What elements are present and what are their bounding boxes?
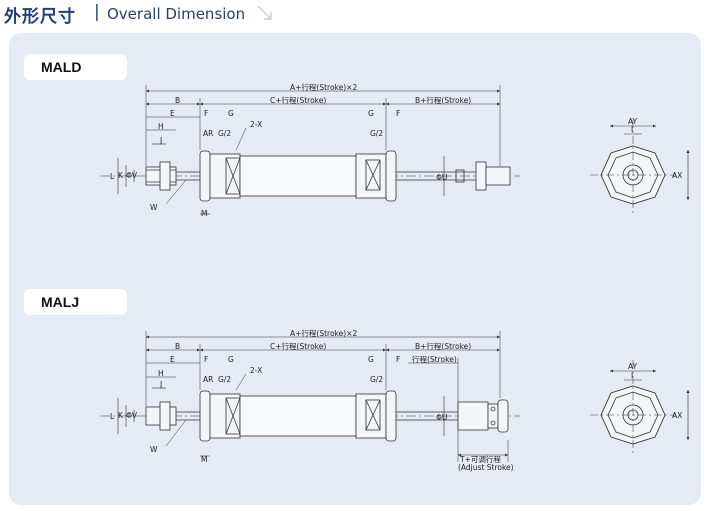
dim-label: K (118, 171, 124, 180)
dim-label: B+行程(Stroke) (415, 95, 471, 105)
dim-label: AX (672, 411, 682, 420)
dim-label: C+行程(Stroke) (270, 341, 326, 351)
arrow-down-right-icon (257, 5, 272, 20)
dim-label: H (158, 369, 164, 378)
dim-label: B (175, 342, 180, 351)
dim-label: M (201, 455, 207, 464)
dim-label: G (368, 109, 374, 118)
dim-label: G (368, 355, 374, 364)
dim-label: ΦU (436, 413, 447, 422)
dim-label: G/2 (370, 375, 383, 384)
dim-label: T+可调行程 (459, 454, 501, 464)
section-title-cn: 外形尺寸 (4, 7, 76, 27)
dim-label: AY (628, 117, 638, 126)
dim-label: B (175, 96, 180, 105)
dim-label: 行程(Stroke) (412, 354, 457, 364)
dim-label: G/2 (218, 375, 231, 384)
dim-label: 2-X (250, 366, 262, 375)
title-separator: | (94, 2, 100, 22)
dim-label: K (118, 411, 124, 420)
malj-labels: A+行程(Stroke)×2 B C+行程(Stroke) B+行程(Strok… (110, 328, 682, 472)
dim-label: G/2 (218, 129, 231, 138)
dim-label: G/2 (370, 129, 383, 138)
dim-label: W (150, 445, 158, 454)
dim-label: AX (672, 171, 682, 180)
dim-label: L (110, 412, 115, 421)
dim-label: J (159, 380, 162, 389)
model-label-mald: MALD (24, 54, 127, 80)
mald-labels: A+行程(Stroke)×2 B C+行程(Stroke) B+行程(Strok… (110, 82, 682, 218)
section-title-en: Overall Dimension (107, 5, 246, 23)
dim-label: ΦU (436, 173, 447, 182)
dim-label: ΦV (126, 411, 138, 420)
dim-label: A+行程(Stroke)×2 (290, 82, 357, 92)
dim-label: I (631, 371, 633, 380)
dim-label: ΦV (126, 171, 138, 180)
model-label-malj: MALJ (24, 289, 127, 315)
dim-label: F (204, 109, 208, 118)
dim-label: B+行程(Stroke) (415, 341, 471, 351)
dim-label: C+行程(Stroke) (270, 95, 326, 105)
dim-label: AY (628, 362, 638, 371)
dim-label: F (396, 355, 400, 364)
dim-label: E (170, 355, 175, 364)
dim-label: A+行程(Stroke)×2 (290, 328, 357, 338)
dim-label: E (170, 109, 175, 118)
malj-drawing (100, 331, 690, 462)
dim-label: W (150, 203, 158, 212)
mald-drawing (100, 85, 690, 215)
dim-label: (Adjust Stroke) (458, 463, 514, 472)
dim-label: F (204, 355, 208, 364)
dim-label: I (631, 125, 633, 134)
dim-label: F (396, 109, 400, 118)
dim-label: M (201, 209, 207, 218)
dim-label: G (228, 355, 234, 364)
dim-label: L (110, 172, 115, 181)
dim-label: 2-X (250, 120, 262, 129)
dim-label: H (158, 122, 164, 131)
dim-label: G (228, 109, 234, 118)
page-header: 外形尺寸 | Overall Dimension (0, 0, 710, 30)
dim-label: AR (203, 375, 213, 384)
dim-label: AR (203, 129, 213, 138)
dim-label: J (159, 136, 162, 145)
